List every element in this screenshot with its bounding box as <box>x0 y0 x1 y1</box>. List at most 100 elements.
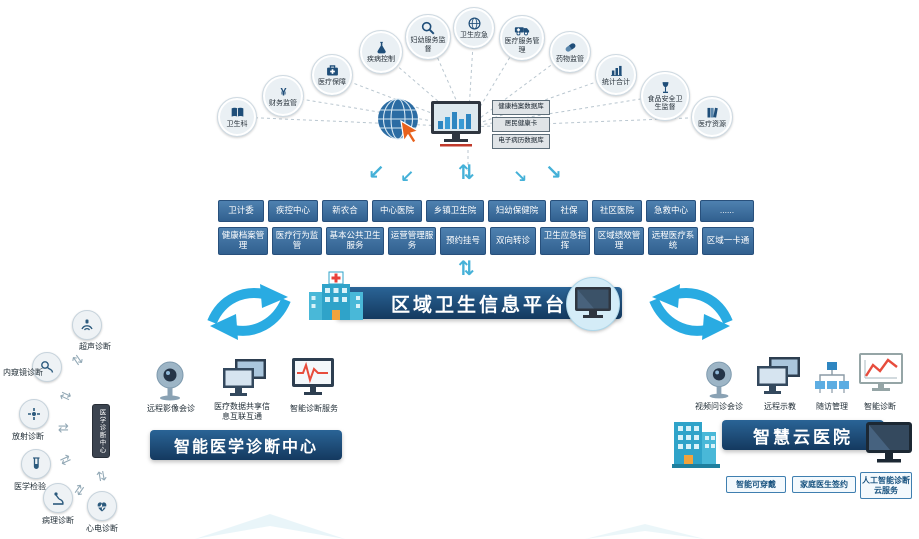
exchange-arrow-icon: ⇄ <box>93 469 111 483</box>
left-service-label: 远程影像会诊 <box>147 404 195 413</box>
service-button: 双向转诊 <box>490 227 536 255</box>
right-service-label: 智能诊断 <box>864 402 896 411</box>
org-button: 社保 <box>550 200 588 222</box>
service-button: 医疗行为监管 <box>272 227 322 255</box>
chip-label: 智能可穿戴 <box>736 479 776 489</box>
sat-node-radiology <box>19 399 49 429</box>
service-button: 运营管理服务 <box>388 227 436 255</box>
flow-arrow-sw-icon: ↙ <box>368 162 385 184</box>
org-chart-icon <box>815 362 849 393</box>
svg-text:¥: ¥ <box>280 86 286 98</box>
ambulance-icon <box>514 27 530 36</box>
service-label: 运营管理服务 <box>390 230 434 250</box>
org-label: 中心医院 <box>379 205 414 216</box>
org-button: 社区医院 <box>592 200 642 222</box>
test-tube-icon <box>33 457 40 469</box>
dept-label: 医疗资源 <box>697 120 726 128</box>
sat-node-lab-test <box>21 449 51 479</box>
service-label: 基本公共卫生服务 <box>329 230 381 250</box>
service-label: 远程医疗系统 <box>651 230 695 250</box>
microscope-icon <box>53 492 64 505</box>
org-label: 疾控中心 <box>275 205 310 216</box>
sat-label: 超声诊断 <box>79 342 111 351</box>
chip-family-doctor: 家庭医生签约 <box>792 476 856 493</box>
flow-arrow-vertical-icon: ⇅ <box>458 162 475 184</box>
flow-arrow-se-icon: ↘ <box>513 167 528 186</box>
webcam-icon <box>706 361 732 399</box>
right-service-label: 随访管理 <box>816 402 848 411</box>
sat-label: 心电诊断 <box>86 524 118 533</box>
dashboard-monitor-icon <box>431 101 481 147</box>
right-service-label: 远程示教 <box>764 402 796 411</box>
globe-icon <box>468 17 480 30</box>
database-box: 电子病历数据库 <box>492 134 550 149</box>
wine-glass-icon <box>662 82 668 93</box>
dept-node-health-section: 卫生科 <box>217 97 257 137</box>
dept-node-medical-security: 医疗保障 <box>311 54 353 96</box>
sat-label: 医学检验 <box>14 482 46 491</box>
service-button: 远程医疗系统 <box>648 227 698 255</box>
org-label: ...... <box>719 205 735 216</box>
dept-label: 药物监管 <box>555 55 584 63</box>
heart-pulse-icon <box>97 502 107 512</box>
dept-node-maternal-child: 妇幼服务监督 <box>405 14 451 60</box>
service-label: 卫生应急指挥 <box>543 230 587 250</box>
sat-node-ultrasound <box>72 310 102 340</box>
org-button: 卫计委 <box>218 200 264 222</box>
database-box: 健康档案数据库 <box>492 100 550 115</box>
service-button: 健康档案管理 <box>218 227 268 255</box>
org-label: 急救中心 <box>653 205 688 216</box>
right-service-label: 视频问诊会诊 <box>695 402 743 411</box>
endoscope-icon <box>41 361 54 373</box>
org-label: 妇幼保健院 <box>495 205 539 216</box>
diagnosis-center-banner: 智能医学诊断中心 <box>150 430 342 460</box>
platform-monitor-badge <box>566 277 620 331</box>
org-button: ...... <box>700 200 754 222</box>
ultrasound-icon <box>81 319 93 331</box>
service-button: 基本公共卫生服务 <box>326 227 384 255</box>
sat-node-pathology <box>43 483 73 513</box>
internet-globe-icon <box>378 98 420 144</box>
org-button: 急救中心 <box>646 200 696 222</box>
dept-node-health-emergency: 卫生应急 <box>453 7 495 49</box>
dept-node-food-safety: 食品安全卫生监督 <box>640 71 690 121</box>
dept-label: 食品安全卫生监督 <box>647 95 683 111</box>
dept-label: 统计合计 <box>601 78 630 86</box>
diagnosis-center-title: 智能医学诊断中心 <box>173 439 318 456</box>
org-button: 新农合 <box>322 200 368 222</box>
org-label: 乡镇卫生院 <box>433 205 477 216</box>
chip-ai-cloud: 人工智能诊断云服务 <box>860 472 912 499</box>
sat-node-endoscope <box>32 352 62 382</box>
cloud-hospital-banner: 智慧云医院 <box>722 420 884 450</box>
exchange-arrow-icon: ⇄ <box>57 450 74 469</box>
database-label: 电子病历数据库 <box>498 137 544 145</box>
exchange-arrow-icon: ⇄ <box>58 420 69 435</box>
sat-label: 病理诊断 <box>42 516 74 525</box>
ecg-monitor-icon <box>292 358 334 395</box>
dept-label: 医疗保障 <box>317 78 346 86</box>
sat-node-ecg <box>87 491 117 521</box>
analytics-monitor-icon <box>859 353 903 391</box>
dept-node-medical-service-mgmt: 医疗服务管理 <box>499 15 545 61</box>
monitor-icon <box>575 287 611 318</box>
database-box: 居民健康卡 <box>492 117 550 132</box>
dept-node-statistics: 统计合计 <box>595 54 637 96</box>
flow-arrow-vertical-icon: ⇅ <box>458 258 475 280</box>
database-label: 健康档案数据库 <box>498 103 544 111</box>
org-label: 社区医院 <box>599 205 634 216</box>
service-label: 双向转诊 <box>495 235 530 246</box>
flask-icon <box>376 41 386 54</box>
service-label: 区域绩效管理 <box>597 230 641 250</box>
service-button: 预约挂号 <box>440 227 486 255</box>
service-button: 区域绩效管理 <box>594 227 644 255</box>
org-label: 社保 <box>560 205 578 216</box>
org-button: 疾控中心 <box>268 200 318 222</box>
dept-label: 疾病控制 <box>367 55 395 63</box>
dept-label: 卫生应急 <box>459 31 488 39</box>
service-button: 卫生应急指挥 <box>540 227 590 255</box>
flow-arrow-se-icon: ↘ <box>545 162 562 184</box>
flow-arrow-sw-icon: ↙ <box>400 167 415 186</box>
dept-label: 医疗服务管理 <box>504 38 540 54</box>
exchange-arrow-icon: ⇄ <box>68 350 88 369</box>
